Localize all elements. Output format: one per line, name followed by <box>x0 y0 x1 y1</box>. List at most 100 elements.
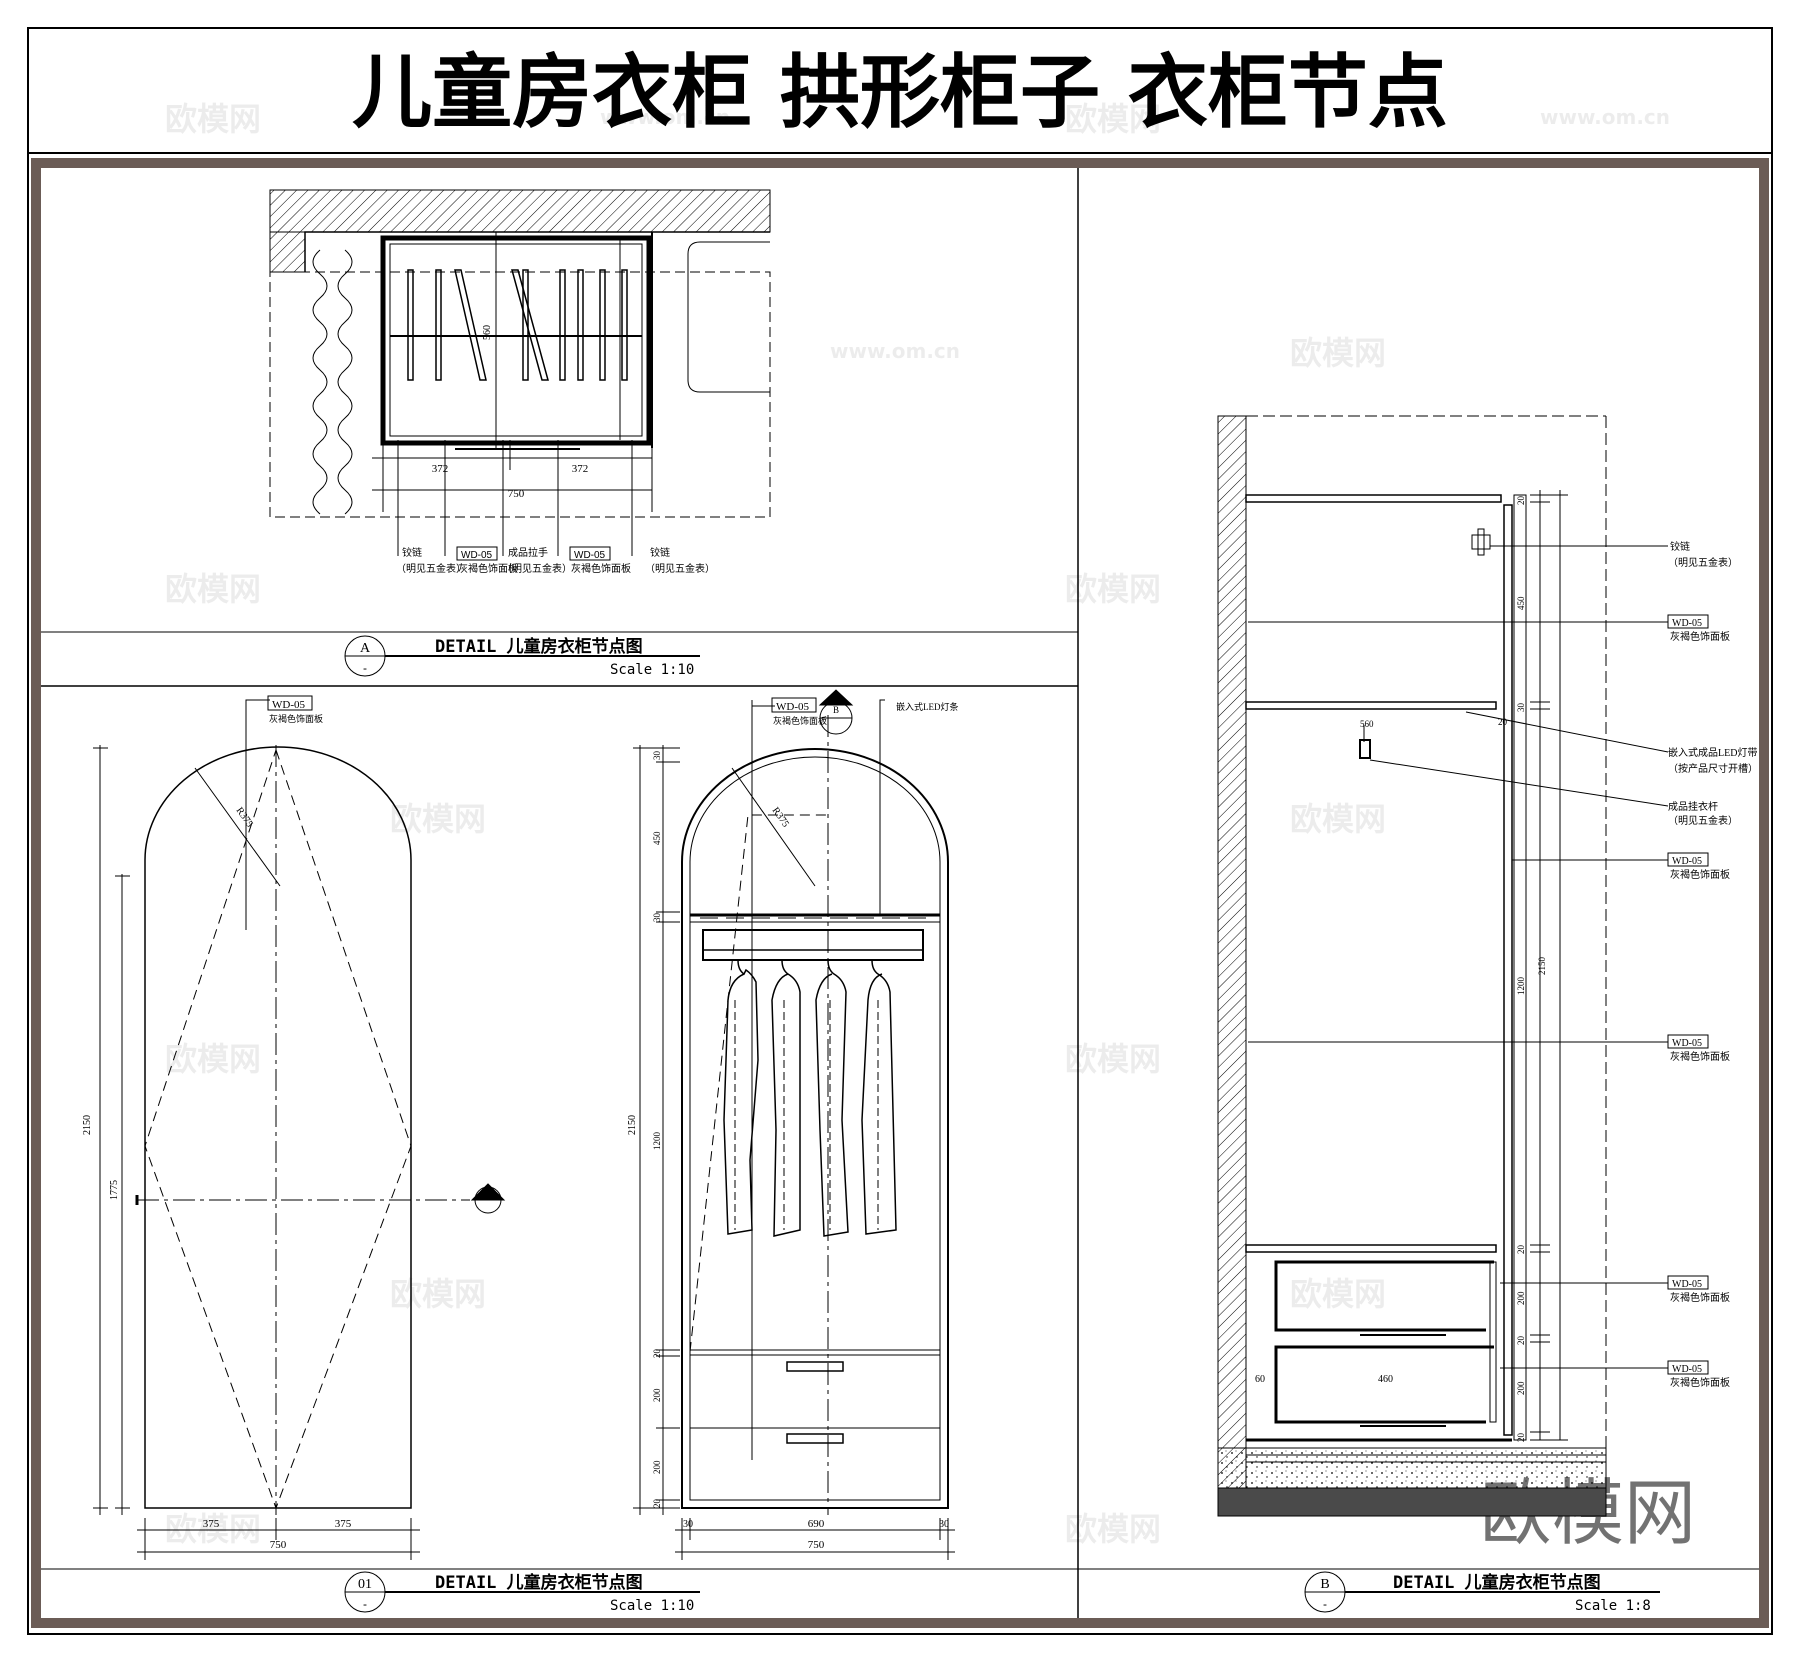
svg-text:灰褐色饰面板: 灰褐色饰面板 <box>773 715 827 726</box>
svg-text:Scale 1:8: Scale 1:8 <box>1575 1598 1651 1614</box>
svg-text:372: 372 <box>572 463 589 475</box>
svg-text:60: 60 <box>1255 1374 1265 1385</box>
caption-b: B - DETAIL 儿童房衣柜节点图 Scale 1:8 <box>1304 1571 1660 1614</box>
svg-text:200: 200 <box>652 1388 662 1402</box>
svg-text:200: 200 <box>1516 1381 1526 1395</box>
svg-text:372: 372 <box>432 463 449 475</box>
svg-text:20: 20 <box>1498 717 1508 727</box>
svg-text:20: 20 <box>652 1499 662 1509</box>
svg-text:（明见五金表）: （明见五金表） <box>1668 814 1738 827</box>
svg-text:20: 20 <box>1516 1245 1526 1255</box>
svg-text:www.om.cn: www.om.cn <box>830 339 960 363</box>
svg-text:30: 30 <box>1516 703 1526 713</box>
elevation-door: WD-05 灰褐色饰面板 R375 2150 1775 375 375 750 … <box>82 695 506 1560</box>
svg-text:30: 30 <box>939 1519 949 1530</box>
svg-text:（明见五金表）: （明见五金表） <box>396 562 466 575</box>
svg-text:DETAIL 儿童房衣柜节点图: DETAIL 儿童房衣柜节点图 <box>435 636 643 657</box>
svg-text:200: 200 <box>652 1460 662 1474</box>
svg-text:（明见五金表）: （明见五金表） <box>1668 556 1738 569</box>
svg-text:30: 30 <box>652 913 662 923</box>
svg-text:20: 20 <box>1516 1336 1526 1346</box>
svg-text:WD-05: WD-05 <box>776 701 809 713</box>
svg-text:375: 375 <box>203 1518 220 1530</box>
svg-text:750: 750 <box>508 488 525 500</box>
watermark-layer: 欧模网 欧模网 www.om.cn www.om.cn www.om.cn 欧模… <box>165 100 1696 1555</box>
svg-text:01: 01 <box>358 1577 372 1592</box>
svg-text:WD-05: WD-05 <box>461 550 493 561</box>
svg-text:WD-05: WD-05 <box>574 550 606 561</box>
svg-text:DETAIL 儿童房衣柜节点图: DETAIL 儿童房衣柜节点图 <box>435 1572 643 1593</box>
page-title: 儿童房衣柜 拱形柜子 衣柜节点 <box>352 46 1448 139</box>
svg-text:20: 20 <box>1516 496 1526 506</box>
svg-text:560: 560 <box>1360 719 1374 729</box>
svg-text:B: B <box>833 705 839 715</box>
svg-text:欧模网: 欧模网 <box>1065 100 1161 138</box>
svg-text:30: 30 <box>652 751 662 761</box>
svg-text:嵌入式成品LED灯带: 嵌入式成品LED灯带 <box>1668 746 1757 759</box>
svg-text:Scale 1:10: Scale 1:10 <box>610 662 694 678</box>
svg-text:-: - <box>363 1597 367 1611</box>
caption-01: 01 - DETAIL 儿童房衣柜节点图 Scale 1:10 <box>344 1571 700 1614</box>
svg-text:1775: 1775 <box>109 1180 120 1200</box>
svg-text:DETAIL 儿童房衣柜节点图: DETAIL 儿童房衣柜节点图 <box>1393 1572 1601 1593</box>
svg-text:灰褐色饰面板: 灰褐色饰面板 <box>1670 1291 1730 1304</box>
svg-text:欧模网: 欧模网 <box>390 1275 486 1313</box>
svg-text:欧模网: 欧模网 <box>1065 570 1161 608</box>
svg-text:-: - <box>1323 1597 1327 1611</box>
svg-text:690: 690 <box>808 1518 825 1530</box>
section-detail-b: 铰链 （明见五金表） WD-05 灰褐色饰面板 嵌入式成品LED灯带 （按产品尺… <box>1217 415 1758 1517</box>
svg-text:www.om.cn: www.om.cn <box>1540 105 1670 129</box>
svg-text:（明见五金表）: （明见五金表） <box>502 562 572 575</box>
svg-text:1200: 1200 <box>1516 977 1526 996</box>
svg-text:200: 200 <box>1516 1291 1526 1305</box>
svg-text:2150: 2150 <box>1537 957 1547 976</box>
svg-text:欧模网: 欧模网 <box>1065 1510 1161 1548</box>
svg-text:灰褐色饰面板: 灰褐色饰面板 <box>1670 1050 1730 1063</box>
svg-text:WD-05: WD-05 <box>1672 618 1702 629</box>
svg-text:成品挂衣杆: 成品挂衣杆 <box>1668 800 1718 813</box>
outer-border <box>27 27 1773 1635</box>
svg-text:灰褐色饰面板: 灰褐色饰面板 <box>1670 630 1730 643</box>
svg-text:A: A <box>485 1190 492 1200</box>
svg-text:2150: 2150 <box>82 1115 93 1135</box>
caption-a: A - DETAIL 儿童房衣柜节点图 Scale 1:10 <box>344 635 700 678</box>
svg-text:灰褐色饰面板: 灰褐色饰面板 <box>269 713 323 724</box>
svg-text:欧模网: 欧模网 <box>1290 334 1386 372</box>
svg-text:（按产品尺寸开槽）: （按产品尺寸开槽） <box>1668 762 1758 775</box>
svg-text:B: B <box>1320 1577 1329 1592</box>
svg-text:铰链: 铰链 <box>1670 540 1690 553</box>
svg-text:www.om.cn: www.om.cn <box>600 105 730 129</box>
svg-text:A: A <box>360 641 371 656</box>
svg-text:灰褐色饰面板: 灰褐色饰面板 <box>458 562 518 575</box>
svg-text:750: 750 <box>808 1539 825 1551</box>
svg-text:WD-05: WD-05 <box>1672 1279 1702 1290</box>
svg-text:450: 450 <box>652 831 662 845</box>
svg-text:750: 750 <box>270 1539 287 1551</box>
svg-text:460: 460 <box>1378 1374 1393 1385</box>
svg-text:（明见五金表）: （明见五金表） <box>645 562 715 575</box>
svg-text:欧模网: 欧模网 <box>165 1510 261 1548</box>
svg-text:欧模网: 欧模网 <box>165 100 261 138</box>
svg-text:欧模网: 欧模网 <box>165 570 261 608</box>
svg-text:375: 375 <box>335 1518 352 1530</box>
svg-text:-: - <box>363 661 367 675</box>
svg-text:WD-05: WD-05 <box>1672 1364 1702 1375</box>
svg-text:欧模网: 欧模网 <box>1065 1040 1161 1078</box>
svg-text:Scale 1:10: Scale 1:10 <box>610 1598 694 1614</box>
svg-text:WD-05: WD-05 <box>1672 856 1702 867</box>
svg-text:2150: 2150 <box>627 1115 638 1135</box>
svg-text:成品拉手: 成品拉手 <box>508 546 548 559</box>
panel-frame <box>31 158 1769 1628</box>
svg-text:560: 560 <box>482 325 493 340</box>
svg-text:450: 450 <box>1516 596 1526 610</box>
elevation-interior: WD-05 灰褐色饰面板 B 嵌入式LED灯条 R375 30 450 30 1… <box>627 689 959 1560</box>
svg-text:WD-05: WD-05 <box>1672 1038 1702 1049</box>
svg-text:铰链: 铰链 <box>402 546 422 559</box>
svg-text:欧模网: 欧模网 <box>165 1040 261 1078</box>
svg-text:灰褐色饰面板: 灰褐色饰面板 <box>571 562 631 575</box>
svg-text:30: 30 <box>683 1519 693 1530</box>
svg-text:嵌入式LED灯条: 嵌入式LED灯条 <box>896 701 959 712</box>
svg-text:欧模网: 欧模网 <box>1290 800 1386 838</box>
svg-text:WD-05: WD-05 <box>272 699 305 711</box>
